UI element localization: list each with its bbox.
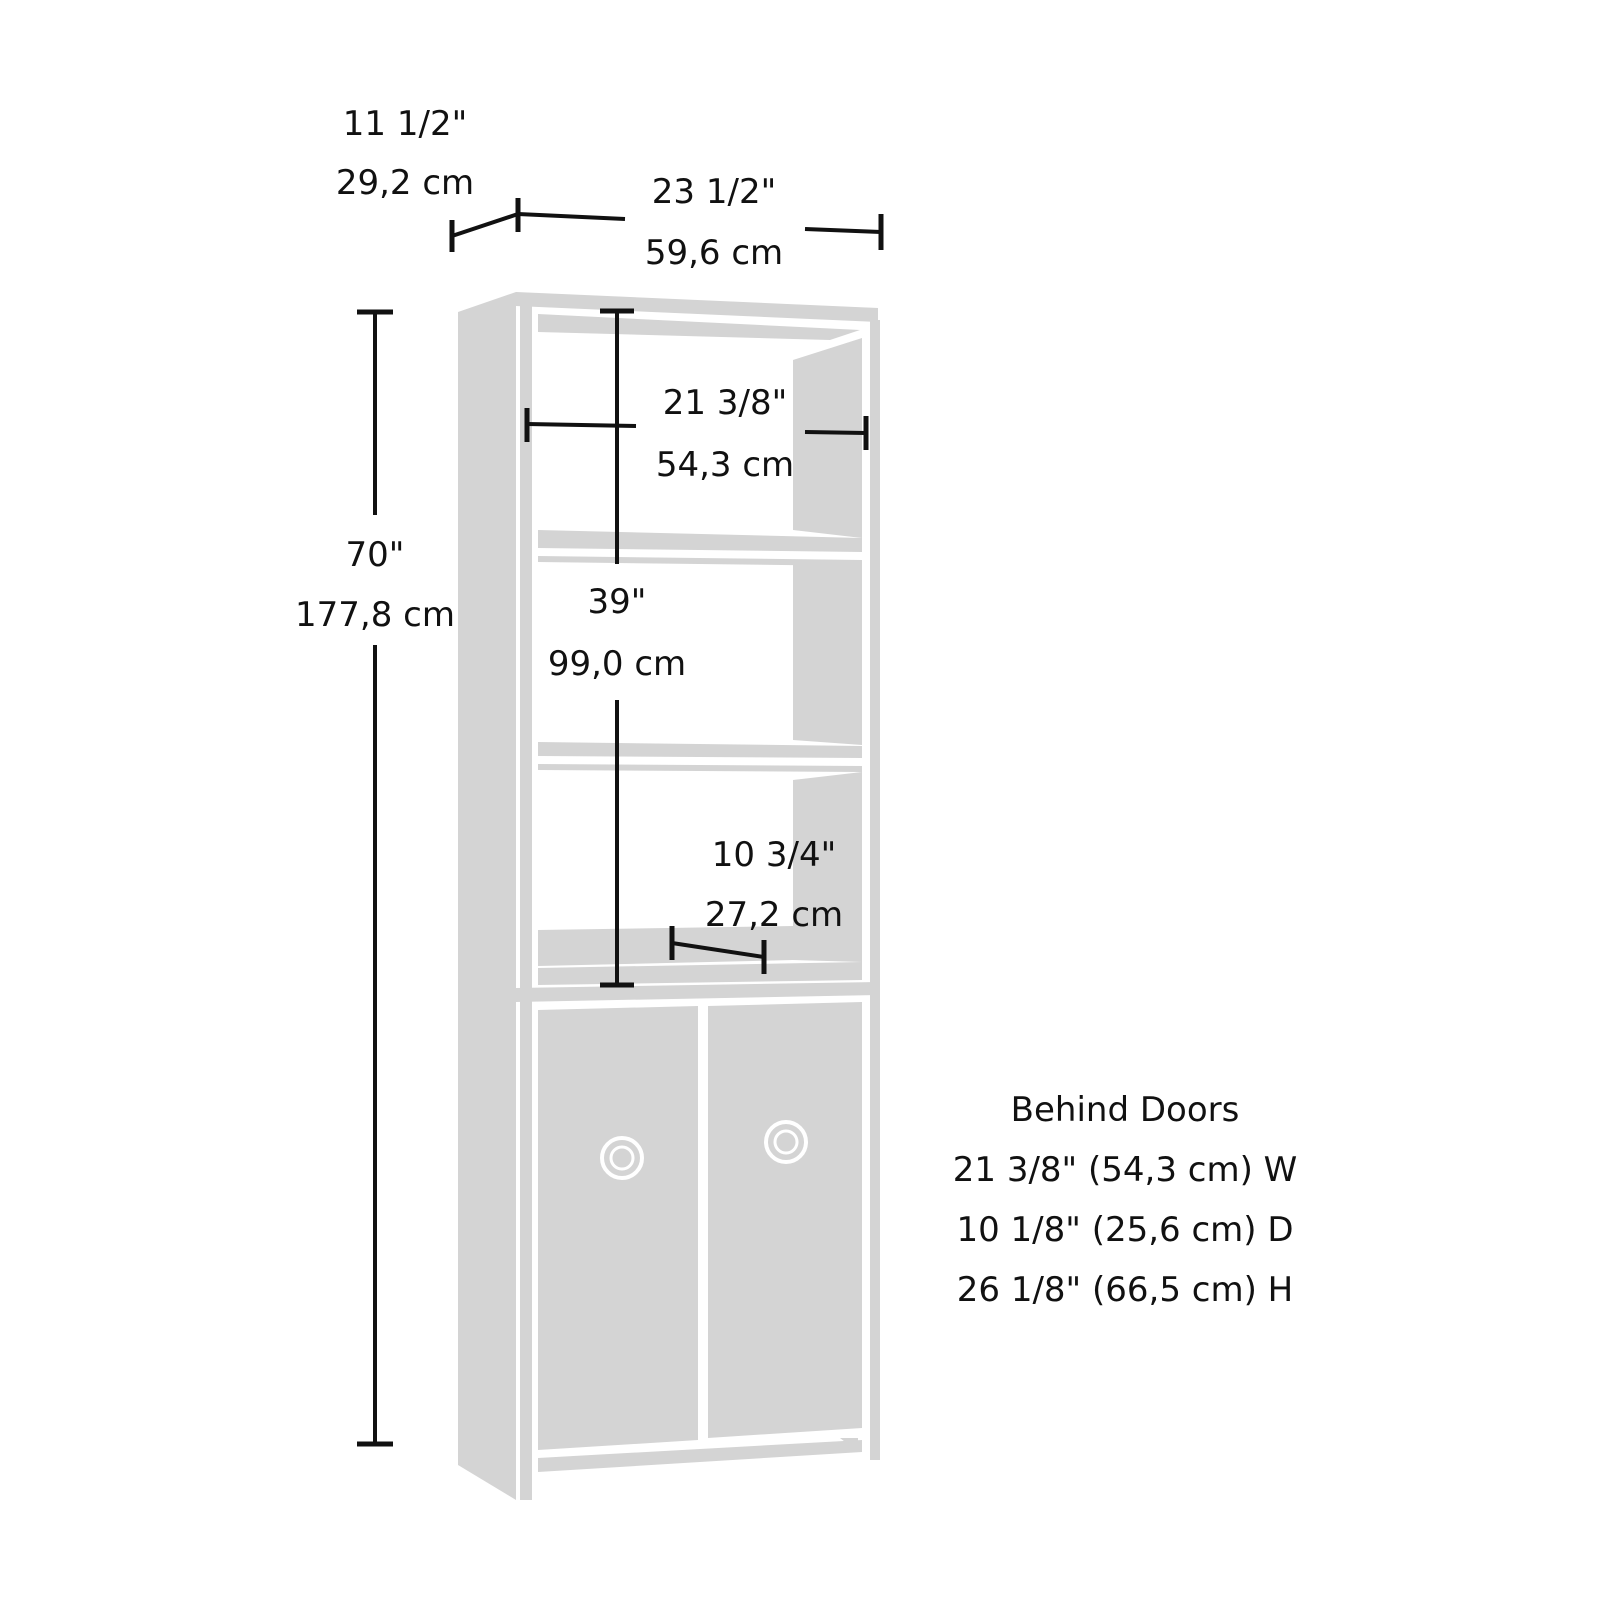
inner-width-imperial-label: 21 3/8" xyxy=(662,383,788,423)
behind-doors-depth: 10 1/8" (25,6 cm) D xyxy=(956,1210,1294,1250)
right-stile xyxy=(870,320,880,1460)
left-door xyxy=(538,1006,698,1450)
behind-doors-height: 26 1/8" (66,5 cm) H xyxy=(956,1270,1294,1310)
width-metric-label: 59,6 cm xyxy=(644,233,784,273)
width-line-right xyxy=(804,227,882,234)
right-door-knob-icon xyxy=(764,1120,808,1164)
depth-metric-label: 29,2 cm xyxy=(335,163,475,203)
open-height-imperial-label: 39" xyxy=(587,582,647,622)
height-imperial-label: 70" xyxy=(345,535,405,575)
left-stile xyxy=(520,304,532,1500)
inner-right-upper xyxy=(793,338,862,538)
base-rail xyxy=(538,1440,862,1472)
shelf-1-front xyxy=(538,556,862,566)
right-door xyxy=(708,1002,862,1438)
width-imperial-label: 23 1/2" xyxy=(651,172,777,212)
open-height-metric-label: 99,0 cm xyxy=(547,644,687,684)
inner-width-line-right xyxy=(804,430,867,435)
width-line-left xyxy=(517,212,626,221)
shelf-depth-metric-label: 27,2 cm xyxy=(704,895,844,935)
base-foot xyxy=(840,1438,858,1452)
behind-doors-width: 21 3/8" (54,3 cm) W xyxy=(952,1150,1298,1190)
bottom-shelf xyxy=(538,962,862,985)
inner-width-line-left xyxy=(526,422,637,428)
depth-imperial-label: 11 1/2" xyxy=(342,104,468,144)
inner-width-metric-label: 54,3 cm xyxy=(655,445,795,485)
shelf-2-front xyxy=(538,764,862,772)
inner-right-lower xyxy=(793,772,862,962)
inner-right-middle xyxy=(793,560,862,745)
shelf-2 xyxy=(538,742,862,758)
shelf-depth-imperial-label: 10 3/4" xyxy=(711,835,837,875)
side-panel xyxy=(458,296,516,1500)
middle-board xyxy=(458,978,878,1002)
behind-doors-title: Behind Doors xyxy=(1010,1090,1240,1130)
behind-doors-note: Behind Doors 21 3/8" (54,3 cm) W 10 1/8"… xyxy=(953,1080,1298,1320)
shelf-depth-line xyxy=(671,941,765,959)
left-door-knob-icon xyxy=(600,1136,644,1180)
top-board xyxy=(458,292,878,326)
inner-bottom-back xyxy=(538,926,793,966)
shelf-1 xyxy=(538,530,862,552)
dimension-lines xyxy=(357,198,884,1447)
depth-line xyxy=(451,212,519,238)
height-metric-label: 177,8 cm xyxy=(295,595,455,635)
